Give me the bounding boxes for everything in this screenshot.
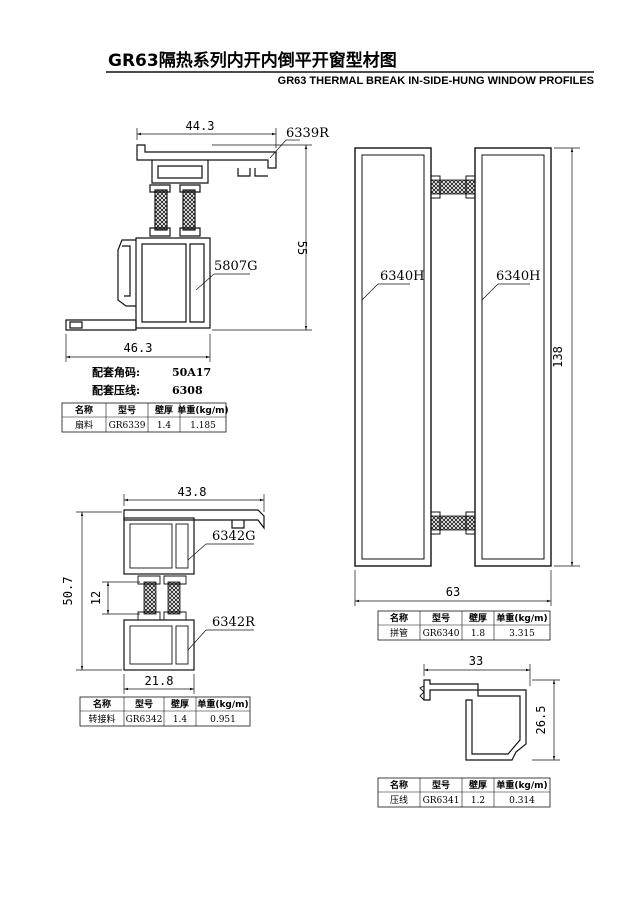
table-cell-model: GR6342 [126,715,163,725]
adapter-upper-chamber [123,517,195,575]
table-header-model: 型号 [432,612,450,624]
table-header-name: 名称 [75,404,93,416]
mullion-dim-width: 63 [446,585,460,599]
mullion-right-tube-inner [481,154,545,560]
glazing-bead-label: 配套压线: [92,383,140,397]
sash-dim-top: 44.3 [186,119,215,133]
table-header-weight: 单重(kg/m) [496,612,547,624]
table-header-thickness: 壁厚 [469,779,487,791]
table-cell-name: 扇料 [75,419,93,431]
table-adapter: 名称 型号 壁厚 单重(kg/m) 转接料 GR6342 1.4 0.951 [79,696,251,727]
table-header-name: 名称 [93,698,111,710]
mullion-connector-bottom [430,515,476,531]
mullion-connector-top [430,179,476,195]
sash-dim-bottom: 46.3 [124,341,153,355]
table-cell-thickness: 1.4 [157,421,172,431]
mullion-code-left: 6340H [380,269,424,284]
table-header-name: 名称 [390,612,408,624]
table-cell-model: GR6339 [109,421,146,431]
adapter-dim-top: 43.8 [178,485,207,499]
sash-left-hook [117,239,136,307]
adapter-dim-bottom: 21.8 [145,674,174,688]
bead-outline [423,679,527,761]
sash-thermal-break-right [182,189,196,231]
sash-top-hook [237,168,268,177]
title-cn: GR63隔热系列内开内倒平开窗型材图 [108,50,397,71]
sash-dim-height: 55 [295,241,309,255]
table-cell-thickness: 1.2 [471,796,485,806]
sash-bottom-rail [65,319,137,331]
sash-dimensions [65,128,312,362]
title-en: GR63 THERMAL BREAK IN-SIDE-HUNG WINDOW P… [278,75,594,87]
mullion-left-tube-inner [361,154,425,560]
adapter-dimensions [76,494,265,694]
table-header-model: 型号 [118,404,136,416]
sash-lower-chamber [135,237,211,329]
table-cell-weight: 1.185 [190,421,216,431]
profile-sash [65,144,277,331]
glazing-bead-value: 6308 [172,384,203,397]
table-header-weight: 单重(kg/m) [197,698,248,710]
mullion-dimensions [354,147,580,606]
bead-dim-height: 26.5 [534,706,548,735]
adapter-dim-height: 50.7 [61,577,75,606]
adapter-dim-break: 12 [89,591,103,605]
corner-key-label: 配套角码: [92,365,140,379]
table-cell-model: GR6340 [423,629,460,639]
table-header-model: 型号 [432,779,450,791]
table-header-weight: 单重(kg/m) [177,404,228,416]
sash-code-top: 6339R [286,126,330,141]
corner-key-value: 50A17 [172,366,211,379]
table-cell-name: 拼管 [390,627,408,639]
sash-thermal-break-left [154,189,168,231]
sash-top-flange [136,144,277,169]
profile-mullion [354,147,552,567]
table-cell-thickness: 1.8 [471,629,486,639]
mullion-dim-height: 138 [551,346,565,368]
table-header-model: 型号 [135,698,153,710]
table-header-name: 名称 [390,779,408,791]
adapter-code-top: 6342G [212,529,255,544]
table-cell-name: 压线 [390,794,408,806]
adapter-thermal-break-left [143,581,157,615]
mullion-right-tube-outer [474,147,552,567]
table-header-thickness: 壁厚 [155,404,173,416]
table-cell-weight: 3.315 [509,629,535,639]
profile-adapter [123,509,265,671]
table-header-weight: 单重(kg/m) [496,779,547,791]
table-mullion: 名称 型号 壁厚 单重(kg/m) 拼管 GR6340 1.8 3.315 [377,610,551,641]
adapter-lower-chamber [123,619,195,671]
table-header-thickness: 壁厚 [469,612,487,624]
adapter-thermal-break-right [167,581,181,615]
table-bead: 名称 型号 壁厚 单重(kg/m) 压线 GR6341 1.2 0.314 [377,777,551,808]
bead-dim-width: 33 [469,654,483,668]
mullion-left-tube-outer [354,147,432,567]
bead-dimensions [423,664,560,761]
table-cell-thickness: 1.4 [173,715,188,725]
mullion-code-right: 6340H [496,269,540,284]
table-cell-weight: 0.314 [509,796,535,806]
adapter-code-bottom: 6342R [212,615,256,630]
sash-code-mid: 5807G [214,259,257,274]
sash-upper-chamber [151,160,209,184]
table-cell-weight: 0.951 [210,715,236,725]
profile-bead [419,679,527,761]
table-cell-name: 转接料 [88,713,115,725]
table-header-thickness: 壁厚 [171,698,189,710]
table-sash: 名称 型号 壁厚 单重(kg/m) 扇料 GR6339 1.4 1.185 [61,402,229,433]
title-block: GR63隔热系列内开内倒平开窗型材图 GR63 THERMAL BREAK IN… [106,50,594,87]
table-cell-model: GR6341 [423,796,460,806]
